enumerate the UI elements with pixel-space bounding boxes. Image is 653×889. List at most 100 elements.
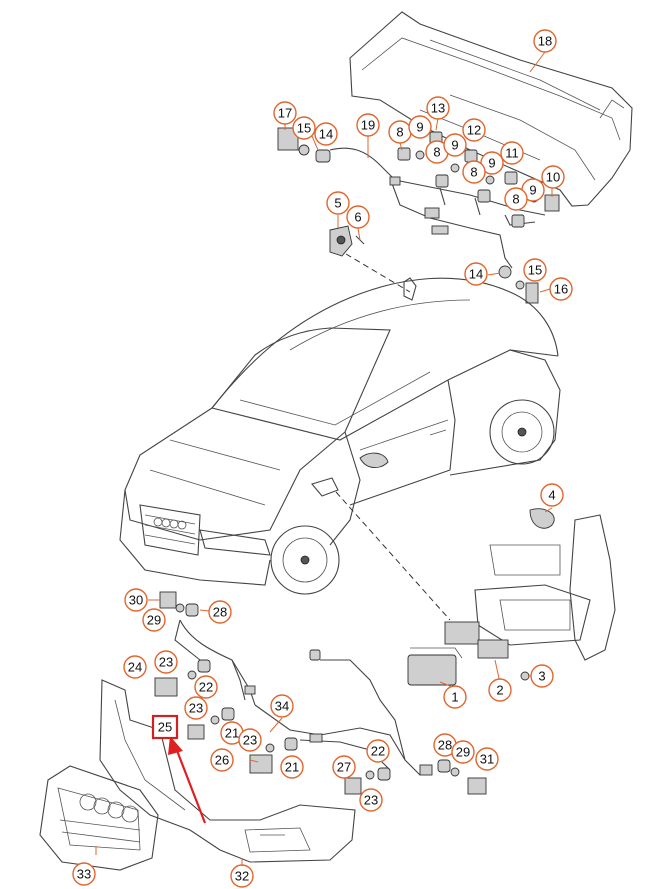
- callout-label: 28: [213, 605, 227, 620]
- callout-8: 8: [462, 160, 486, 184]
- callout-label: 9: [451, 138, 458, 153]
- callout-label: 27: [337, 760, 351, 775]
- callout-4: 4: [540, 483, 564, 507]
- callout-label: 19: [361, 118, 375, 133]
- callout-14: 14: [464, 262, 488, 286]
- callout-label: 9: [529, 183, 536, 198]
- callout-circle: [475, 747, 499, 771]
- highlight-arrow: [168, 736, 207, 824]
- callout-circle: [208, 600, 232, 624]
- callout-label: 2: [496, 683, 503, 698]
- callout-label: 4: [548, 488, 555, 503]
- callout-30: 30: [124, 588, 148, 612]
- callout-2: 2: [488, 678, 512, 702]
- callout-circle: [123, 655, 147, 679]
- callout-label: 31: [480, 752, 494, 767]
- callout-label: 6: [354, 210, 361, 225]
- callout-circle: [462, 160, 486, 184]
- callout-12: 12: [462, 118, 486, 142]
- callout-18: 18: [533, 29, 557, 53]
- callout-label: 8: [433, 145, 440, 160]
- callout-label: 3: [538, 669, 545, 684]
- callout-label: 26: [215, 753, 229, 768]
- callout-label: 34: [275, 699, 289, 714]
- callout-label: 23: [364, 793, 378, 808]
- callout-9: 9: [443, 133, 467, 157]
- callout-circle: [488, 678, 512, 702]
- callout-1: 1: [443, 685, 467, 709]
- callout-33: 33: [72, 862, 96, 886]
- callout-24: 24: [123, 655, 147, 679]
- callout-31: 31: [475, 747, 499, 771]
- callout-circle: [270, 694, 294, 718]
- callout-3: 3: [530, 664, 554, 688]
- guide-dash-front: [335, 491, 451, 621]
- callout-label: 1: [451, 690, 458, 705]
- callout-label: 32: [235, 869, 249, 884]
- callout-22: 22: [366, 739, 390, 763]
- callout-5: 5: [326, 191, 350, 215]
- callout-27: 27: [332, 755, 356, 779]
- callout-circle: [332, 755, 356, 779]
- callout-29: 29: [142, 608, 166, 632]
- callout-circle: [541, 165, 565, 189]
- callout-10: 10: [541, 165, 565, 189]
- callout-label: 10: [546, 170, 560, 185]
- callout-label: 21: [225, 726, 239, 741]
- callout-circle: [142, 608, 166, 632]
- callout-circle: [366, 739, 390, 763]
- callout-circle: [280, 755, 304, 779]
- callout-circle: [504, 187, 528, 211]
- callout-circle: [238, 728, 262, 752]
- callout-28: 28: [433, 733, 457, 757]
- highlighted-callout-label: 25: [158, 720, 172, 735]
- callout-circle: [210, 748, 234, 772]
- callout-label: 16: [554, 282, 568, 297]
- callout-label: 9: [416, 120, 423, 135]
- front-sensors: [154, 591, 487, 795]
- callout-circle: [540, 483, 564, 507]
- callout-label: 22: [199, 680, 213, 695]
- callout-label: 13: [431, 101, 445, 116]
- callout-label: 15: [528, 263, 542, 278]
- callout-circle: [443, 685, 467, 709]
- callout-label: 18: [538, 34, 552, 49]
- callout-circle: [273, 101, 297, 125]
- callout-15: 15: [523, 258, 547, 282]
- callout-15: 15: [292, 116, 316, 140]
- callout-label: 11: [505, 146, 519, 161]
- callout-26: 26: [210, 748, 234, 772]
- callout-23: 23: [238, 728, 262, 752]
- car-body: [119, 277, 561, 595]
- callout-label: 23: [243, 733, 257, 748]
- callout-circle: [549, 277, 573, 301]
- callout-circle: [292, 116, 316, 140]
- callout-label: 29: [147, 613, 161, 628]
- control-unit-bracket: [407, 508, 616, 686]
- highlighted-callout-25: 25: [151, 714, 179, 740]
- callout-11: 11: [500, 141, 524, 165]
- callout-circle: [184, 696, 208, 720]
- callout-circle: [230, 864, 254, 888]
- callout-circle: [464, 262, 488, 286]
- callout-label: 23: [189, 701, 203, 716]
- callout-circle: [533, 29, 557, 53]
- front-grille: [39, 765, 159, 871]
- callout-6: 6: [346, 205, 370, 229]
- callout-circle: [530, 664, 554, 688]
- rear-sensors: [277, 127, 560, 304]
- callout-label: 28: [438, 738, 452, 753]
- callout-8: 8: [388, 120, 412, 144]
- callout-23: 23: [184, 696, 208, 720]
- callout-circle: [523, 258, 547, 282]
- callout-label: 14: [469, 267, 483, 282]
- control-unit-5: [329, 225, 365, 257]
- callout-16: 16: [549, 277, 573, 301]
- callout-label: 8: [396, 125, 403, 140]
- callout-circle: [426, 96, 450, 120]
- front-bumper: [99, 679, 356, 863]
- callout-28: 28: [208, 600, 232, 624]
- callout-label: 29: [456, 745, 470, 760]
